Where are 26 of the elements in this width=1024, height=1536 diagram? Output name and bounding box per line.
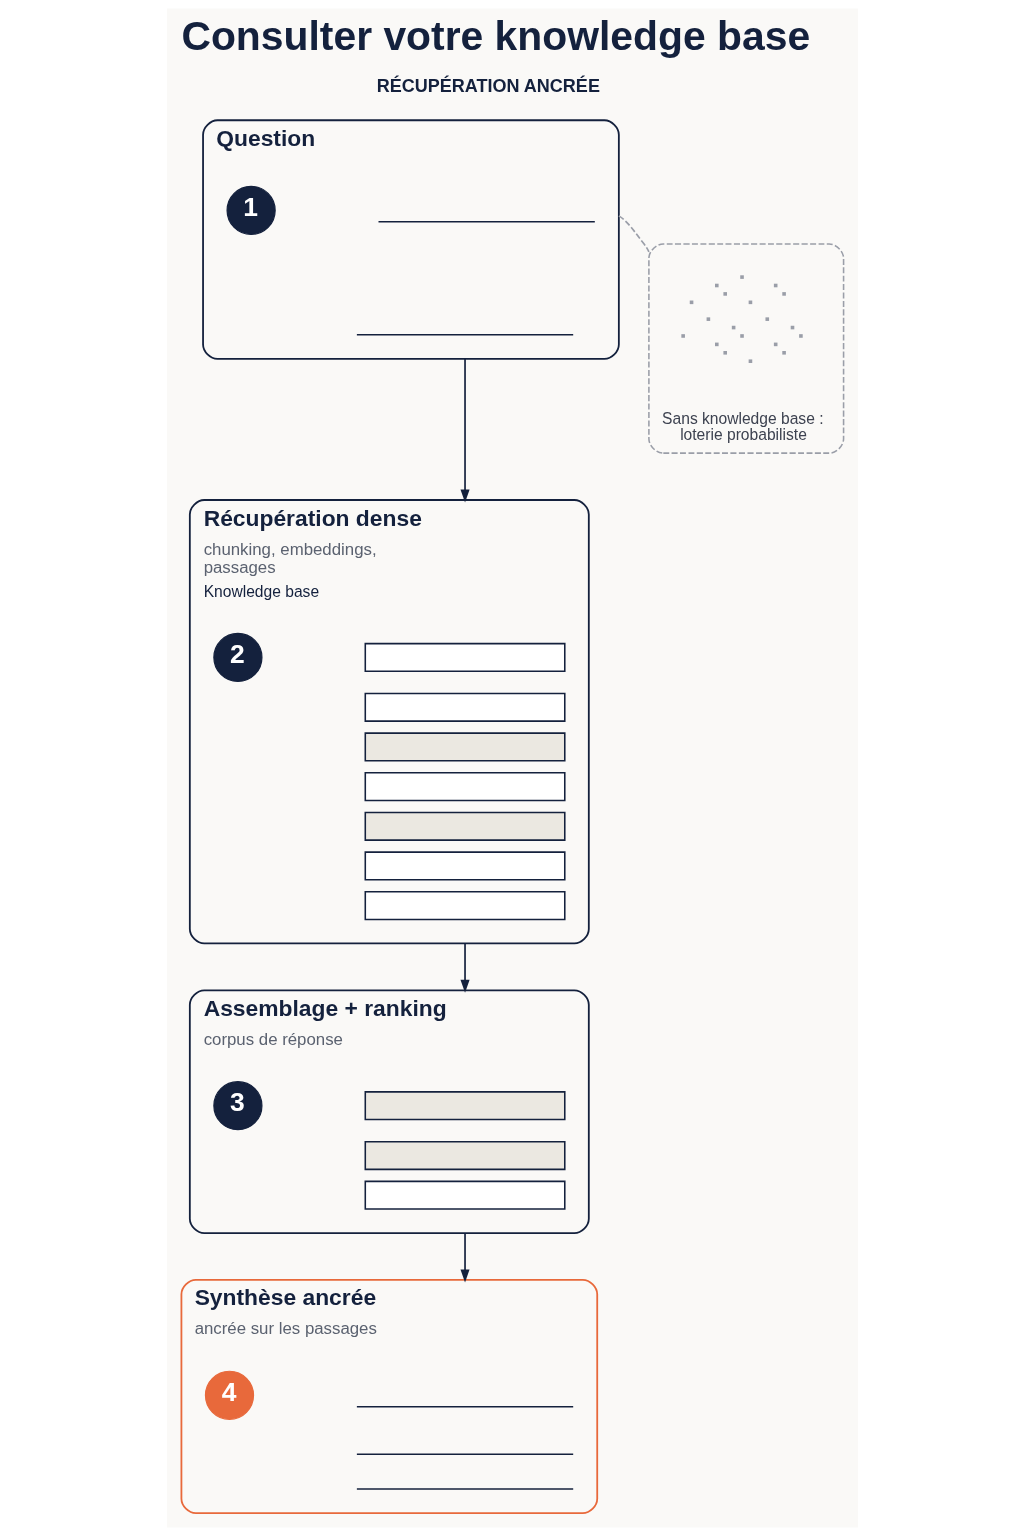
node-circle: 4: [204, 1370, 254, 1420]
node-line: [355, 334, 574, 336]
node-box: [364, 811, 566, 841]
node-line: [355, 1453, 574, 1455]
cluster: Sans knowledge base : loterie probabiliste: [647, 243, 844, 454]
node-box: [364, 1180, 566, 1210]
node-box: [364, 642, 566, 673]
node-box: [364, 772, 566, 802]
label: RÉCUPÉRATION ANCRÉE: [376, 76, 600, 97]
connector: [617, 215, 650, 253]
node-box: [364, 851, 566, 881]
diagram-title: Consulter votre knowledge base: [180, 12, 810, 59]
node-box: [364, 891, 566, 921]
node-box: [364, 1140, 566, 1171]
node-box: [364, 692, 566, 722]
node-box: [364, 1091, 566, 1121]
node-circle: 3: [212, 1081, 263, 1131]
arrow: [460, 1232, 470, 1283]
node-circle: 1: [226, 185, 276, 236]
node-line: [355, 1405, 574, 1408]
node-circle: 2: [212, 632, 263, 683]
arrow: [460, 942, 470, 993]
node-line: [377, 221, 596, 223]
node-box: [364, 732, 566, 762]
arrow: [460, 357, 470, 503]
node-line: [355, 1488, 574, 1490]
